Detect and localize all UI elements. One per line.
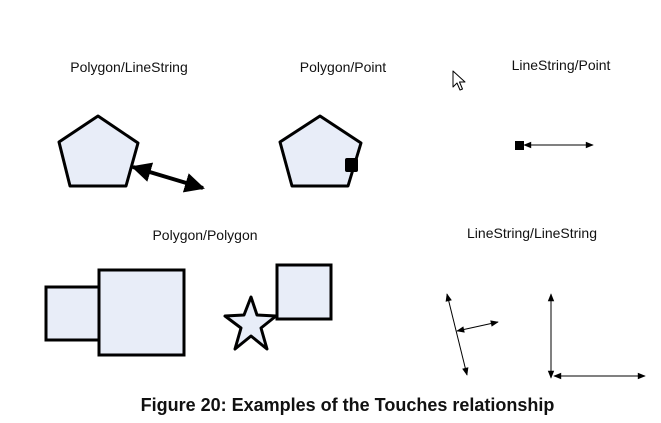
star-shape bbox=[223, 295, 278, 351]
touching-square bbox=[275, 263, 333, 321]
label-linestring-linestring: LineString/LineString bbox=[467, 225, 597, 241]
panel-polygon-point bbox=[278, 114, 363, 188]
large-square bbox=[97, 268, 186, 357]
panel-linestring-linestring bbox=[445, 293, 646, 380]
linestring-a bbox=[445, 293, 469, 376]
panel-polygon-polygon bbox=[44, 263, 333, 357]
mouse-pointer-icon bbox=[452, 70, 466, 97]
small-square bbox=[44, 285, 102, 342]
figure-caption: Figure 20: Examples of the Touches relat… bbox=[140, 395, 555, 415]
label-linestring-point: LineString/Point bbox=[511, 57, 611, 73]
pentagon-shape bbox=[57, 114, 140, 188]
touching-linestring bbox=[131, 162, 205, 193]
pentagon-shape bbox=[278, 114, 363, 188]
panel-linestring-point bbox=[515, 141, 594, 150]
label-polygon-polygon: Polygon/Polygon bbox=[152, 227, 258, 243]
touching-point bbox=[515, 141, 524, 150]
touching-point bbox=[345, 158, 358, 172]
linestring-b bbox=[456, 320, 499, 333]
label-polygon-point: Polygon/Point bbox=[299, 59, 387, 75]
label-polygon-linestring: Polygon/LineString bbox=[70, 59, 188, 75]
panel-polygon-linestring bbox=[57, 114, 205, 193]
